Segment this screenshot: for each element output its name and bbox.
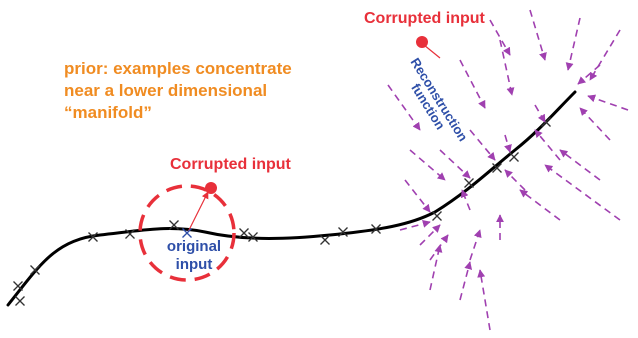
sample-cross — [13, 281, 23, 291]
sample-cross — [492, 163, 502, 173]
sample-cross — [320, 235, 330, 245]
sample-cross — [30, 265, 40, 275]
sample-cross — [125, 229, 135, 239]
reconstruction-arrow — [529, 9, 547, 61]
reconstruction-arrow — [587, 94, 629, 111]
neighborhood-circle — [138, 184, 236, 282]
reconstruction-arrow — [559, 149, 601, 181]
reconstruction-arrow — [477, 269, 491, 331]
reconstruction-arrow — [460, 189, 471, 211]
prior-note-line2: near a lower dimensional — [64, 81, 268, 100]
sample-cross — [509, 152, 519, 162]
reconstruction-arrow — [404, 179, 431, 213]
corrupted-label-top: Corrupted input — [364, 10, 485, 27]
sample-cross — [338, 227, 348, 237]
corrupted-point-top — [416, 36, 428, 48]
reconstruction-arrow — [469, 129, 496, 161]
reconstruction-arrows — [387, 9, 629, 331]
reconstruction-arrow — [459, 59, 486, 109]
prior-note-line3: “manifold” — [64, 103, 152, 122]
reconstruction-arrow — [589, 29, 621, 81]
reconstruction-arrow — [399, 219, 431, 231]
reconstruction-arrow — [489, 19, 511, 56]
sample-cross — [464, 178, 474, 188]
reconstruction-arrow — [419, 224, 441, 246]
sample-cross — [248, 232, 258, 242]
reconstruction-arrow — [429, 234, 449, 261]
reconstruction-arrow — [544, 164, 621, 221]
reconstruction-arrow — [565, 17, 581, 71]
reconstruction-arrow — [387, 84, 421, 131]
corrupted-point-mid — [205, 182, 217, 194]
original-label-line2: input — [175, 256, 213, 273]
reconstruction-arrow — [429, 244, 443, 291]
reconstruction-arrow — [519, 189, 561, 221]
reconstruction-arrow — [409, 149, 446, 181]
original-label-line1: original — [166, 238, 222, 255]
reconstruction-arrow — [459, 261, 473, 301]
sample-cross — [371, 224, 381, 234]
reconstruction-arrow — [504, 169, 526, 191]
corruption-arrow — [187, 191, 209, 233]
sample-cross — [239, 228, 249, 238]
sample-cross — [432, 211, 442, 221]
corrupted-point-top-stem — [423, 44, 441, 59]
manifold-curve — [6, 90, 577, 307]
reconstruction-arrow — [577, 64, 601, 85]
reconstruction-arrow — [504, 134, 512, 153]
sample-crosses — [13, 117, 551, 306]
prior-note-line1: prior: examples concentrate — [64, 59, 292, 78]
prior-note: prior: examples concentrate near a lower… — [64, 58, 334, 124]
reconstruction-arrow — [499, 39, 515, 96]
original-label: original input — [160, 238, 228, 274]
sample-cross — [182, 228, 192, 238]
reconstruction-arrow — [534, 129, 561, 161]
reconstruction-arrow — [579, 107, 611, 141]
corrupted-label-mid: Corrupted input — [170, 156, 291, 173]
reconstruction-arrow — [534, 104, 546, 123]
reconstruction-arrow — [439, 149, 471, 179]
sample-cross — [169, 220, 179, 230]
sample-cross — [88, 232, 98, 242]
sample-cross — [15, 296, 25, 306]
reconstruction-arrow — [469, 229, 482, 261]
